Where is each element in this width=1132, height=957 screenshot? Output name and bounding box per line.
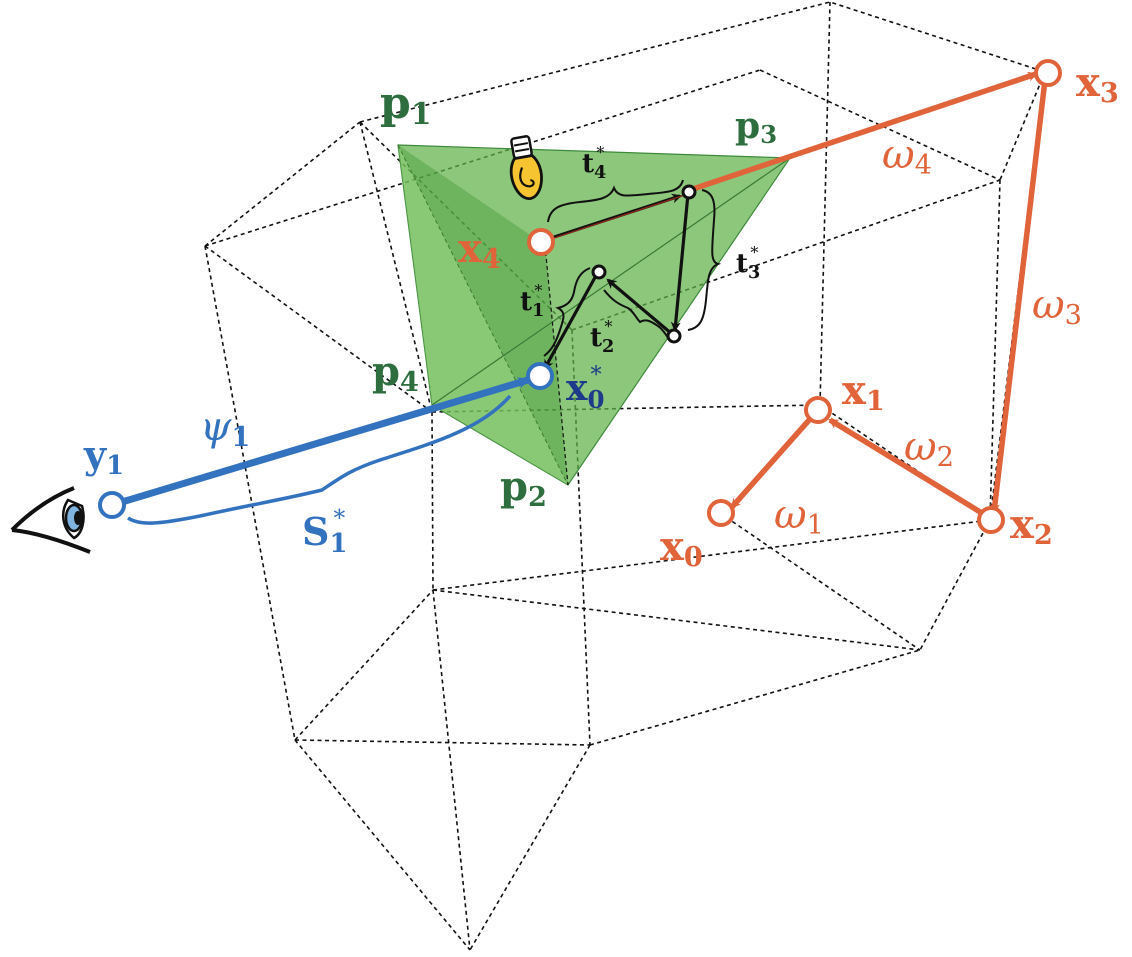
point-x0 [707, 499, 735, 527]
point-y1 [98, 491, 126, 519]
label-t3: t3* [736, 243, 760, 283]
point-inner-a [681, 184, 697, 200]
tetrahedron [397, 144, 792, 486]
label-x3: x3 [1076, 59, 1119, 109]
label-x0: x0 [660, 523, 703, 573]
point-inner-b [666, 328, 682, 344]
label-t4: t4* [582, 143, 606, 183]
label-t1: t1* [520, 281, 544, 321]
label-p2: p2 [500, 463, 547, 513]
label-p3: p3 [735, 105, 777, 149]
label-w3: ω3 [1032, 282, 1082, 331]
label-t2: t2* [590, 317, 614, 357]
point-x1 [804, 396, 832, 424]
label-w4: ω4 [882, 132, 932, 181]
label-w1: ω1 [774, 492, 824, 541]
label-x0star: x0* [566, 362, 605, 414]
light-bulb-icon [509, 135, 543, 200]
label-S1star: S1* [302, 504, 347, 559]
x4-link [547, 193, 689, 241]
eye-icon [10, 486, 91, 554]
points [98, 59, 1062, 534]
label-p1: p1 [380, 78, 432, 132]
labels: p1 p3 p4 p2 x3 x4 x1 x0 x2 x0* y1 ψ1 S1*… [83, 59, 1119, 573]
camera-path [110, 376, 530, 525]
label-x2: x2 [1010, 501, 1053, 551]
label-y1: y1 [83, 432, 124, 481]
label-w2: ω2 [904, 424, 954, 473]
label-x4: x4 [458, 225, 501, 275]
label-x1: x1 [842, 367, 885, 417]
point-x2 [977, 506, 1005, 534]
braces [543, 179, 722, 357]
label-psi1: ψ1 [200, 404, 250, 453]
orange-path [689, 71, 1048, 521]
point-inner-c [591, 264, 607, 280]
point-x3 [1034, 59, 1062, 87]
point-x0star [526, 362, 554, 390]
point-x4 [527, 228, 555, 256]
label-p4: p4 [372, 348, 419, 398]
